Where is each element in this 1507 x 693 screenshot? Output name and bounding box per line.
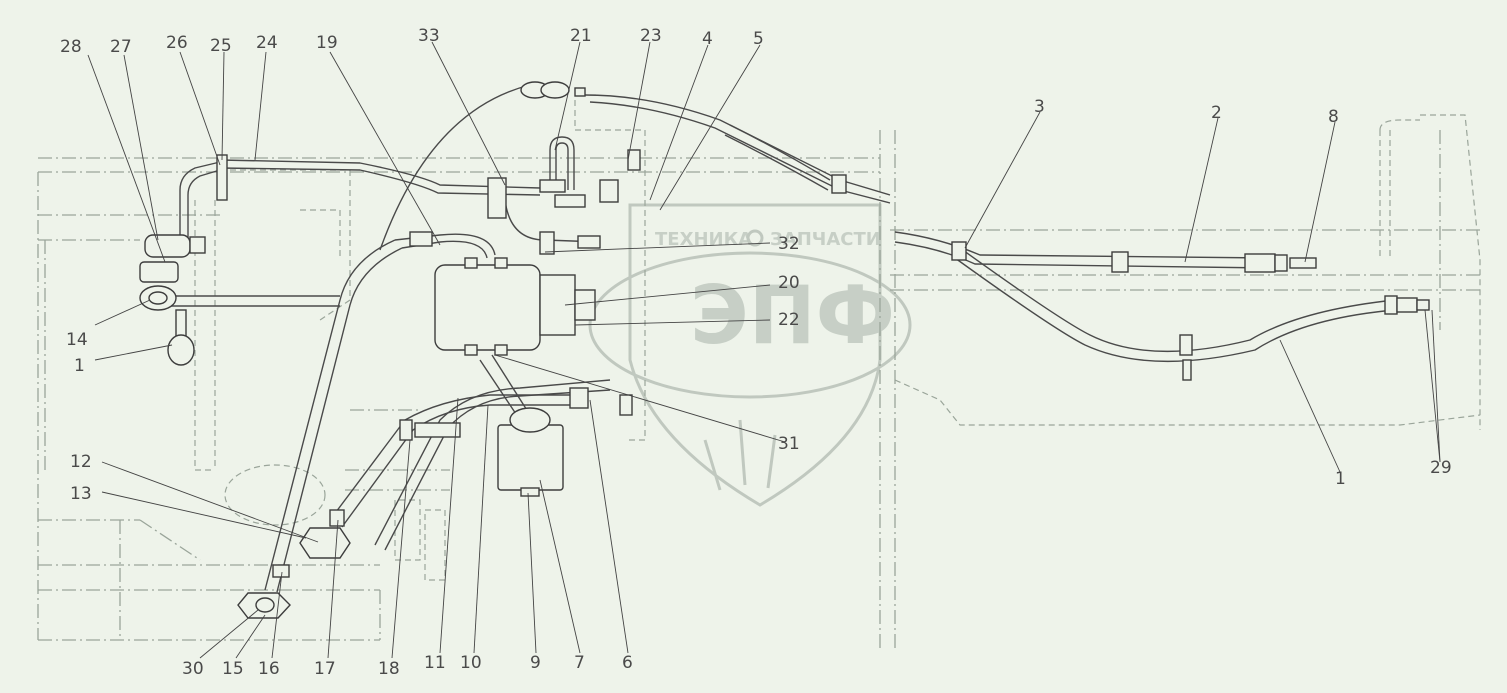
callout-12: 12: [70, 452, 92, 472]
callout-23: 23: [640, 26, 662, 46]
callout-7: 7: [574, 653, 585, 673]
callout-32: 32: [778, 234, 800, 254]
chassis-outline: [37, 94, 1481, 650]
callout-31: 31: [778, 434, 800, 454]
watermark: ЭПФ ТЕХНИКА ЗАПЧАСТИ: [588, 203, 912, 507]
callout-22: 22: [778, 310, 800, 330]
callout-1-left: 1: [74, 356, 85, 376]
callout-26: 26: [166, 33, 188, 53]
callout-16: 16: [258, 659, 280, 679]
leader-lines: [87, 41, 1441, 659]
callout-10: 10: [460, 653, 482, 673]
watermark-logo: ЭПФ: [690, 269, 895, 362]
callout-33: 33: [418, 26, 440, 46]
components: [139, 81, 1430, 619]
callout-17: 17: [314, 659, 336, 679]
callout-19: 19: [316, 33, 338, 53]
callout-5: 5: [753, 29, 764, 49]
callout-14: 14: [66, 330, 88, 350]
callout-4: 4: [702, 29, 713, 49]
watermark-brand-right: ЗАПЧАСТИ: [770, 229, 881, 250]
callout-30: 30: [182, 659, 204, 679]
callout-15: 15: [222, 659, 244, 679]
callout-3: 3: [1034, 97, 1045, 117]
callout-1-right: 1: [1335, 469, 1346, 489]
callout-18: 18: [378, 659, 400, 679]
callout-25: 25: [210, 36, 232, 56]
callout-9: 9: [530, 653, 541, 673]
callout-21: 21: [570, 26, 592, 46]
callout-2: 2: [1211, 103, 1222, 123]
callout-8: 8: [1328, 107, 1339, 127]
callout-28: 28: [60, 37, 82, 57]
callout-numbers: 28 27 26 25 24 19 33 21 23 4 5 3 2 8 32 …: [60, 26, 1452, 679]
fuel-lines: [170, 84, 1396, 593]
callout-29: 29: [1430, 458, 1452, 478]
callout-6: 6: [622, 653, 633, 673]
callout-24: 24: [256, 33, 278, 53]
callout-20: 20: [778, 273, 800, 293]
callout-27: 27: [110, 37, 132, 57]
callout-13: 13: [70, 484, 92, 504]
callout-11: 11: [424, 653, 446, 673]
